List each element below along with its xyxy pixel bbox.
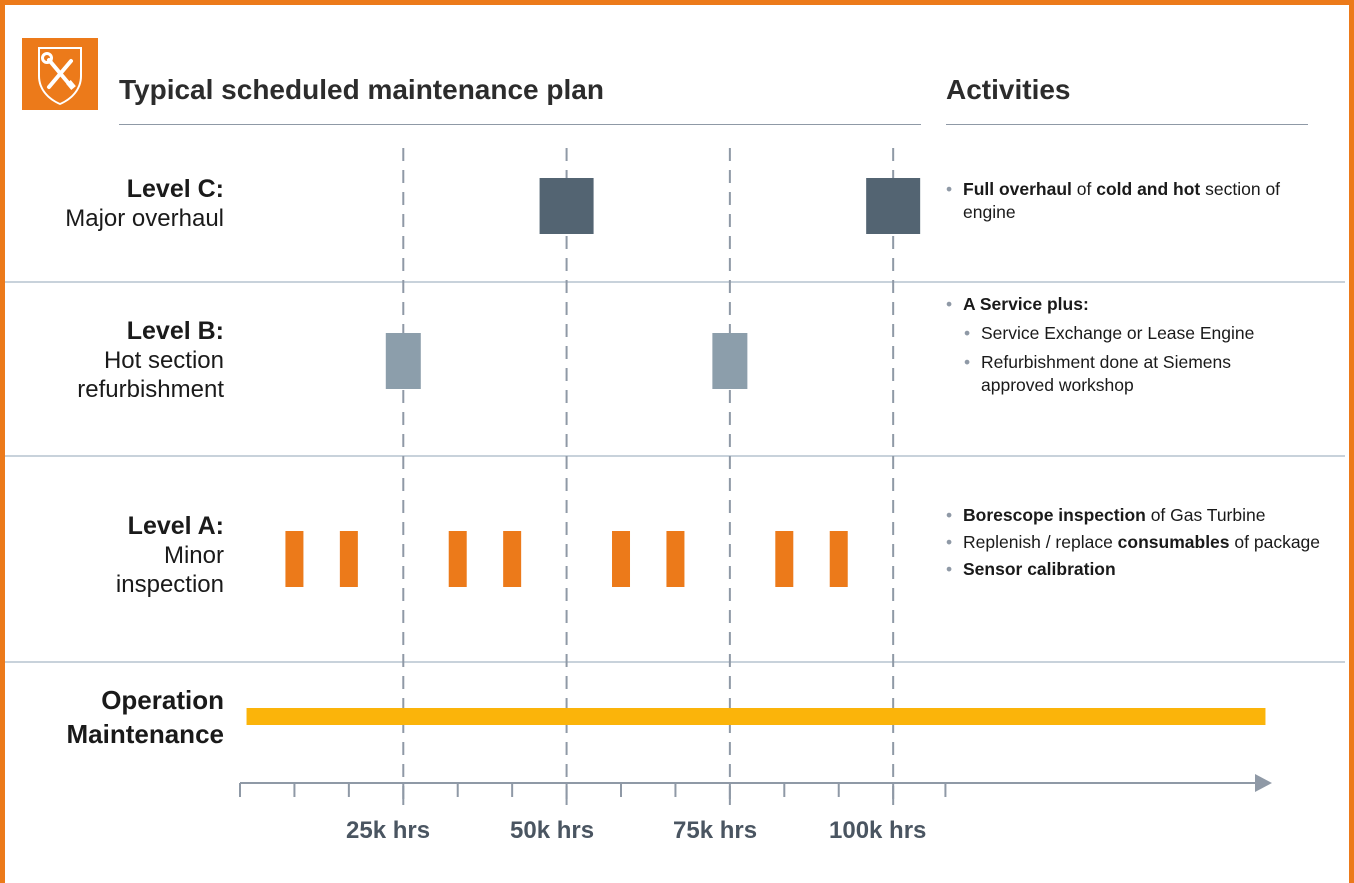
level-c-title: Level C: [126,175,224,203]
level-a-block-7 [775,531,794,587]
activity-b-sub1-text: Service Exchange or Lease Engine [981,323,1255,343]
activity-bullet-a2: Replenish / replace consumables of packa… [946,531,1336,554]
activity-bullet-c: Full overhaul of cold and hot section of… [946,178,1306,224]
tools-shield-icon [22,38,98,110]
level-c-label: Level C: Major overhaul [65,175,224,233]
activity-b-main-text: A Service plus: [963,294,1089,314]
level-a-block-4 [503,531,522,587]
activity-bullet-a1: Borescope inspection of Gas Turbine [946,504,1336,527]
tick-label-75k: 75k hrs [673,817,758,844]
level-b-label: Level B: Hot section refurbishment [77,317,224,404]
activity-a2-part1: Replenish / replace [963,532,1118,552]
level-c-block-2 [866,178,921,234]
activity-a2-part3: of package [1229,532,1321,552]
timeline-axis-arrow [1255,774,1272,792]
level-a-block-6 [666,531,685,587]
level-a-block-3 [448,531,467,587]
operation-maintenance-bar [246,708,1266,725]
activities-title: Activities [946,74,1071,105]
level-b-subtitle-line2: refurbishment [77,376,224,403]
activities-level-c: Full overhaul of cold and hot section of… [946,178,1306,224]
activity-bullet-b-sub1: Service Exchange or Lease Engine [964,322,1306,345]
operation-label: Operation Maintenance [67,683,225,751]
level-a-block-5 [612,531,631,587]
level-a-subtitle-line2: inspection [115,571,224,598]
activity-c-part4: section of engine [963,179,1281,222]
row-divider-b-a [5,455,1345,457]
activity-c-part2: of [1071,179,1097,199]
activity-bullet-b-sub2: Refurbishment done at Siemens approved w… [964,351,1306,397]
tick-label-50k: 50k hrs [510,817,595,844]
operation-label-line2: Maintenance [66,719,225,749]
level-a-block-2 [339,531,358,587]
level-b-block-2 [712,333,748,389]
level-a-title: Level A: [127,512,224,540]
title-underline [119,124,921,125]
activities-level-a: Borescope inspection of Gas Turbine Repl… [946,504,1336,581]
operation-label-line1: Operation [101,685,224,715]
level-b-subtitle-line1: Hot section [103,347,224,374]
activity-a3-part1: Sensor calibration [963,559,1116,579]
activity-a1-part2: of Gas Turbine [1145,505,1266,525]
level-a-block-1 [285,531,304,587]
tick-label-25k: 25k hrs [346,817,431,844]
activity-a1-part1: Borescope inspection [963,505,1146,525]
activity-a2-part2: consumables [1117,532,1230,552]
activity-c-part1: Full overhaul [963,179,1072,199]
level-c-subtitle: Major overhaul [65,205,224,232]
level-b-title: Level B: [126,317,224,345]
level-a-subtitle-line1: Minor [163,542,224,569]
activity-bullet-a3: Sensor calibration [946,558,1336,581]
level-a-label: Level A: Minor inspection [116,512,224,599]
activity-bullet-b-main: A Service plus: [946,293,1306,316]
plan-title: Typical scheduled maintenance plan [119,74,604,105]
tick-label-100k: 100k hrs [829,817,927,844]
activities-underline [946,124,1308,125]
row-divider-a-op [5,661,1345,663]
level-c-block-1 [539,178,594,234]
activity-b-sub2-text: Refurbishment done at Siemens approved w… [981,352,1231,395]
level-a-block-8 [829,531,848,587]
activities-level-b: A Service plus: Service Exchange or Leas… [946,293,1306,397]
row-divider-c-b [5,281,1345,283]
activity-c-part3: cold and hot [1096,179,1201,199]
level-b-block-1 [385,333,421,389]
